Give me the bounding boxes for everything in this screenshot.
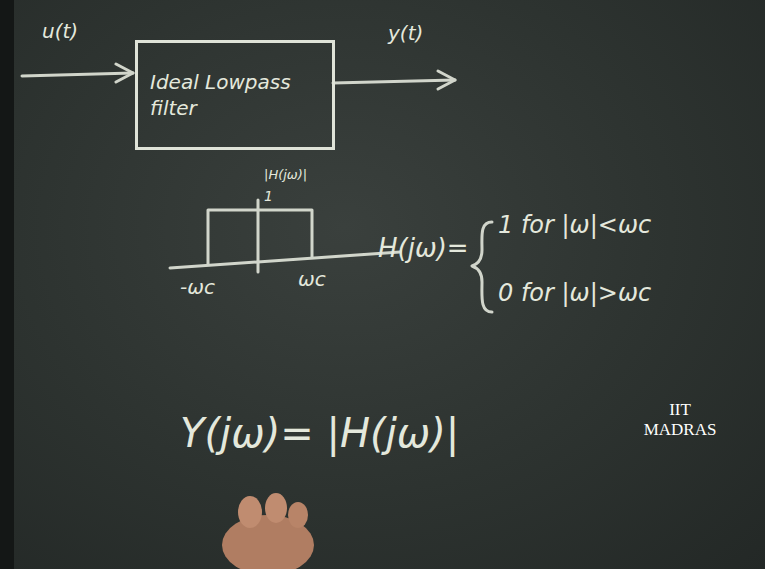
watermark: IIT MADRAS bbox=[640, 400, 720, 439]
board-edge bbox=[0, 0, 14, 569]
box-label: Ideal Lowpass filter bbox=[150, 69, 320, 121]
equation-case: 0 for |ω|>ωc bbox=[498, 280, 651, 308]
hand-finger bbox=[288, 502, 308, 528]
frequency-axis bbox=[170, 252, 400, 268]
input-wire bbox=[22, 73, 133, 76]
filter-box: Ideal Lowpass filter bbox=[135, 40, 335, 150]
equation: Y(jω)= |H(jω)| bbox=[180, 410, 459, 456]
lecturer-hand bbox=[222, 493, 314, 569]
tick-label: -ωc bbox=[180, 276, 215, 299]
output-arrowhead bbox=[438, 71, 455, 89]
axis-label: |H(jω)| bbox=[264, 168, 307, 183]
tick-label: ωc bbox=[298, 268, 326, 291]
ideal-response bbox=[208, 210, 312, 264]
equation: H(jω)= bbox=[378, 234, 469, 264]
hand-finger bbox=[238, 496, 262, 528]
output-wire bbox=[333, 80, 455, 83]
case-brace bbox=[472, 222, 492, 312]
signal-name: u(t) bbox=[42, 20, 78, 43]
tick-label: 1 bbox=[264, 188, 273, 204]
equation-case: 1 for |ω|<ωc bbox=[498, 212, 651, 240]
input-arrowhead bbox=[116, 64, 133, 82]
hand-finger bbox=[265, 493, 287, 523]
signal-name: y(t) bbox=[388, 22, 423, 45]
